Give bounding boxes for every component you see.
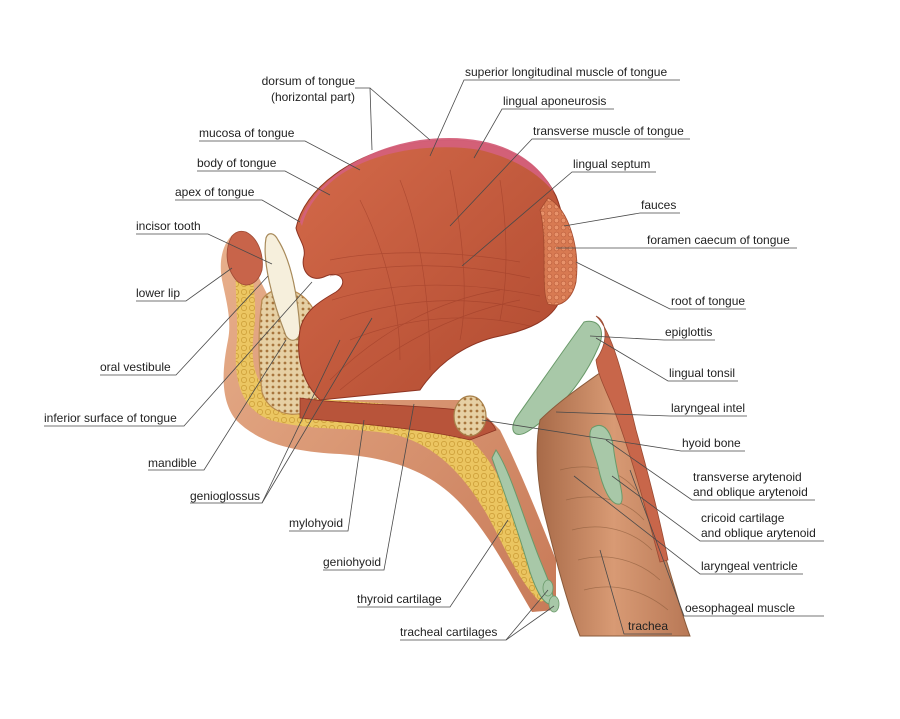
label-tracheal-cartilages: tracheal cartilages [400,625,497,639]
labels-right: superior longitudinal muscle of tongue l… [465,65,816,633]
leader-genioglossus-2 [261,317,373,504]
leader-fauces [563,212,680,227]
label-oesophageal-muscle: oesophageal muscle [685,601,795,615]
label-transverse-arytenoid-line2: and oblique arytenoid [693,485,808,499]
leader-epiglottis [589,335,715,341]
leader-lingual-aponeurosis [473,108,614,159]
label-fauces: fauces [641,198,676,212]
lower-lip [226,230,263,286]
label-epiglottis: epiglottis [665,325,712,339]
label-hyoid-bone: hyoid bone [682,436,741,450]
label-lower-lip: lower lip [136,286,180,300]
label-inferior-surface: inferior surface of tongue [44,411,177,425]
label-cricoid-line2: and oblique arytenoid [701,526,816,540]
leader-apex [175,199,301,223]
trachea-rings [559,466,669,611]
leader-mandible [148,339,287,471]
leader-cricoid [611,475,824,542]
leader-root [575,261,746,310]
label-body: body of tongue [197,156,277,170]
label-mandible: mandible [148,456,197,470]
illustration [220,138,691,637]
label-laryngeal-intel: laryngeal intel [671,401,745,415]
label-mucosa: mucosa of tongue [199,126,295,140]
leader-lower-lip [136,267,233,302]
label-trachea: trachea [628,619,668,633]
tongue-mucosa [300,138,554,226]
labels-left: dorsum of tongue (horizontal part) mucos… [44,74,497,639]
leader-transverse-muscle [449,138,690,227]
label-thyroid-cartilage: thyroid cartilage [357,592,442,606]
label-geniohyoid: geniohyoid [323,555,381,569]
label-laryngeal-ventricle: laryngeal ventricle [701,559,798,573]
label-oral-vestibule: oral vestibule [100,360,171,374]
epiglottis [512,320,602,435]
leader-laryngeal-intel [555,411,747,417]
label-foramen-caecum: foramen caecum of tongue [647,233,790,247]
label-lingual-aponeurosis: lingual aponeurosis [503,94,606,108]
label-incisor: incisor tooth [136,219,201,233]
leader-tracheal-cartilages-2 [505,605,555,641]
leader-lines [44,79,824,641]
label-dorsum-line2: (horizontal part) [271,90,355,104]
leader-oesophageal-muscle [629,469,824,617]
tongue-body [295,139,566,401]
hyoid-bone [453,395,487,437]
label-lingual-tonsil: lingual tonsil [669,366,735,380]
label-mylohyoid: mylohyoid [289,516,343,530]
label-genioglossus: genioglossus [190,489,260,503]
leader-incisor [136,233,273,265]
label-root: root of tongue [671,294,745,308]
label-dorsum-line1: dorsum of tongue [262,74,356,88]
leader-thyroid-cartilage [357,519,509,608]
label-apex: apex of tongue [175,185,255,199]
tongue-fibres [329,169,541,391]
leader-oral-vestibule [100,275,269,376]
label-cricoid-line1: cricoid cartilage [701,511,785,525]
leader-inferior-surface [44,281,313,427]
leader-hyoid-bone [481,419,745,452]
label-superior-longitudinal: superior longitudinal muscle of tongue [465,65,667,79]
label-transverse-arytenoid-line1: transverse arytenoid [693,470,802,484]
label-transverse-muscle: transverse muscle of tongue [533,124,684,138]
leader-body [197,170,331,196]
leader-laryngeal-ventricle [573,475,803,575]
leader-mucosa [199,140,361,171]
leader-lingual-tonsil [595,337,738,382]
leader-geniohyoid [323,403,415,571]
arytenoid-cartilage [589,425,623,505]
leader-lingual-septum [461,171,656,267]
leader-mylohyoid [289,419,365,532]
leader-transverse-arytenoid [605,439,815,501]
leader-superior-longitudinal [429,79,680,157]
lingual-tonsil-tissue [539,197,578,306]
label-lingual-septum: lingual septum [573,157,650,171]
leader-dorsum [355,87,431,151]
leader-trachea [599,549,672,635]
